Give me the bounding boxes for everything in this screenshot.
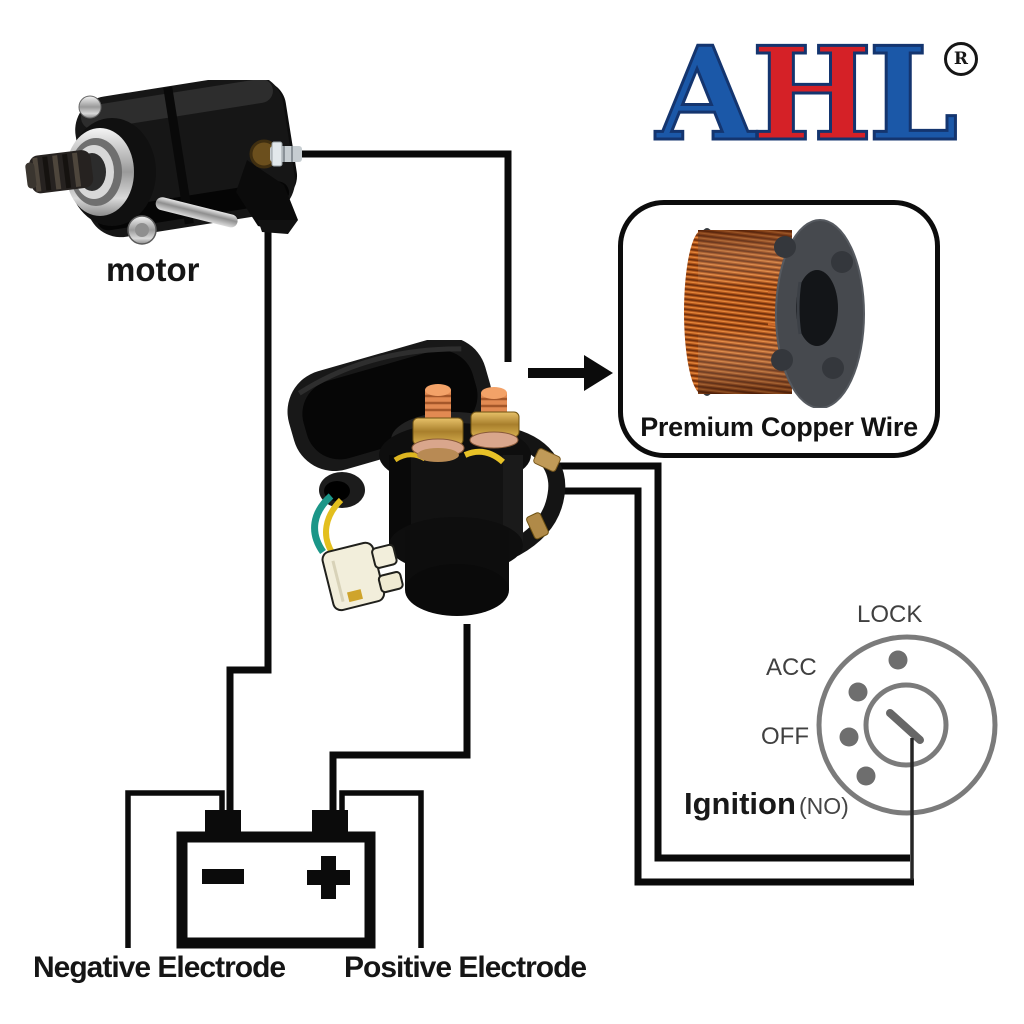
brand-letter-l: L	[867, 20, 960, 170]
spool-right-flange	[771, 219, 865, 408]
registered-trademark-icon: R	[944, 42, 978, 76]
relay-yellow-wire-top	[463, 448, 505, 465]
motor-bolt-bottom	[127, 215, 157, 245]
premium-copper-wire-label: Premium Copper Wire	[640, 412, 918, 442]
negative-electrode-label: Negative Electrode	[33, 951, 286, 984]
key-slot	[886, 709, 924, 744]
position-dot-on	[856, 766, 876, 786]
relay-stud-left	[411, 384, 465, 462]
negative-symbol	[202, 869, 244, 884]
battery	[176, 810, 376, 949]
brand-letter-h: H	[750, 20, 874, 170]
starter-relay-image	[287, 340, 566, 616]
brand-logo: A H L	[654, 20, 960, 170]
key-position-acc-label: ACC	[766, 654, 817, 681]
relay-connector-plug	[321, 541, 404, 612]
wire-relay-to-ignition-outer	[553, 487, 914, 886]
position-dot-off	[839, 727, 859, 747]
relay-yellow-lead-wire	[323, 497, 344, 556]
positive-electrode-label: Positive Electrode	[344, 951, 587, 984]
motor-mount-bracket	[236, 160, 298, 234]
position-dot-lock	[888, 650, 908, 670]
ignition-label: Ignition	[684, 786, 796, 821]
motor-shaft	[25, 150, 94, 194]
copper-wire-spool-image	[684, 219, 865, 408]
wire-motor-to-relay	[300, 150, 512, 362]
ignition-switch	[816, 634, 998, 816]
relay-body	[389, 455, 523, 616]
motor-bolt-top	[78, 95, 102, 119]
leader-positive-electrode	[339, 790, 424, 948]
motor-label: motor	[106, 251, 200, 288]
brand-letter-a: A	[654, 20, 756, 170]
key-position-lock-label: LOCK	[857, 601, 923, 628]
key-position-off-label: OFF	[761, 723, 809, 750]
relay-teal-wire	[311, 493, 334, 555]
starter-motor-image	[25, 80, 302, 245]
wire-battery-positive-to-relay	[329, 624, 471, 814]
relay-stud-right	[469, 387, 520, 449]
arrow-to-copper-box	[528, 355, 613, 391]
battery-body	[176, 831, 376, 949]
motor-terminal-stud	[249, 139, 302, 169]
ignition-contact-type-label: (NO)	[799, 793, 849, 819]
leader-negative-electrode	[125, 790, 225, 948]
positive-symbol	[307, 856, 350, 899]
wire-relay-to-ignition-inner	[552, 462, 910, 862]
battery-terminal-negative	[205, 810, 241, 834]
relay-wire-loop	[494, 426, 566, 557]
spool-center-hole	[796, 270, 838, 346]
wire-motor-to-battery-negative	[226, 224, 272, 814]
battery-terminal-positive	[312, 810, 348, 834]
position-dot-acc	[848, 682, 868, 702]
motor-through-rod	[155, 197, 238, 228]
